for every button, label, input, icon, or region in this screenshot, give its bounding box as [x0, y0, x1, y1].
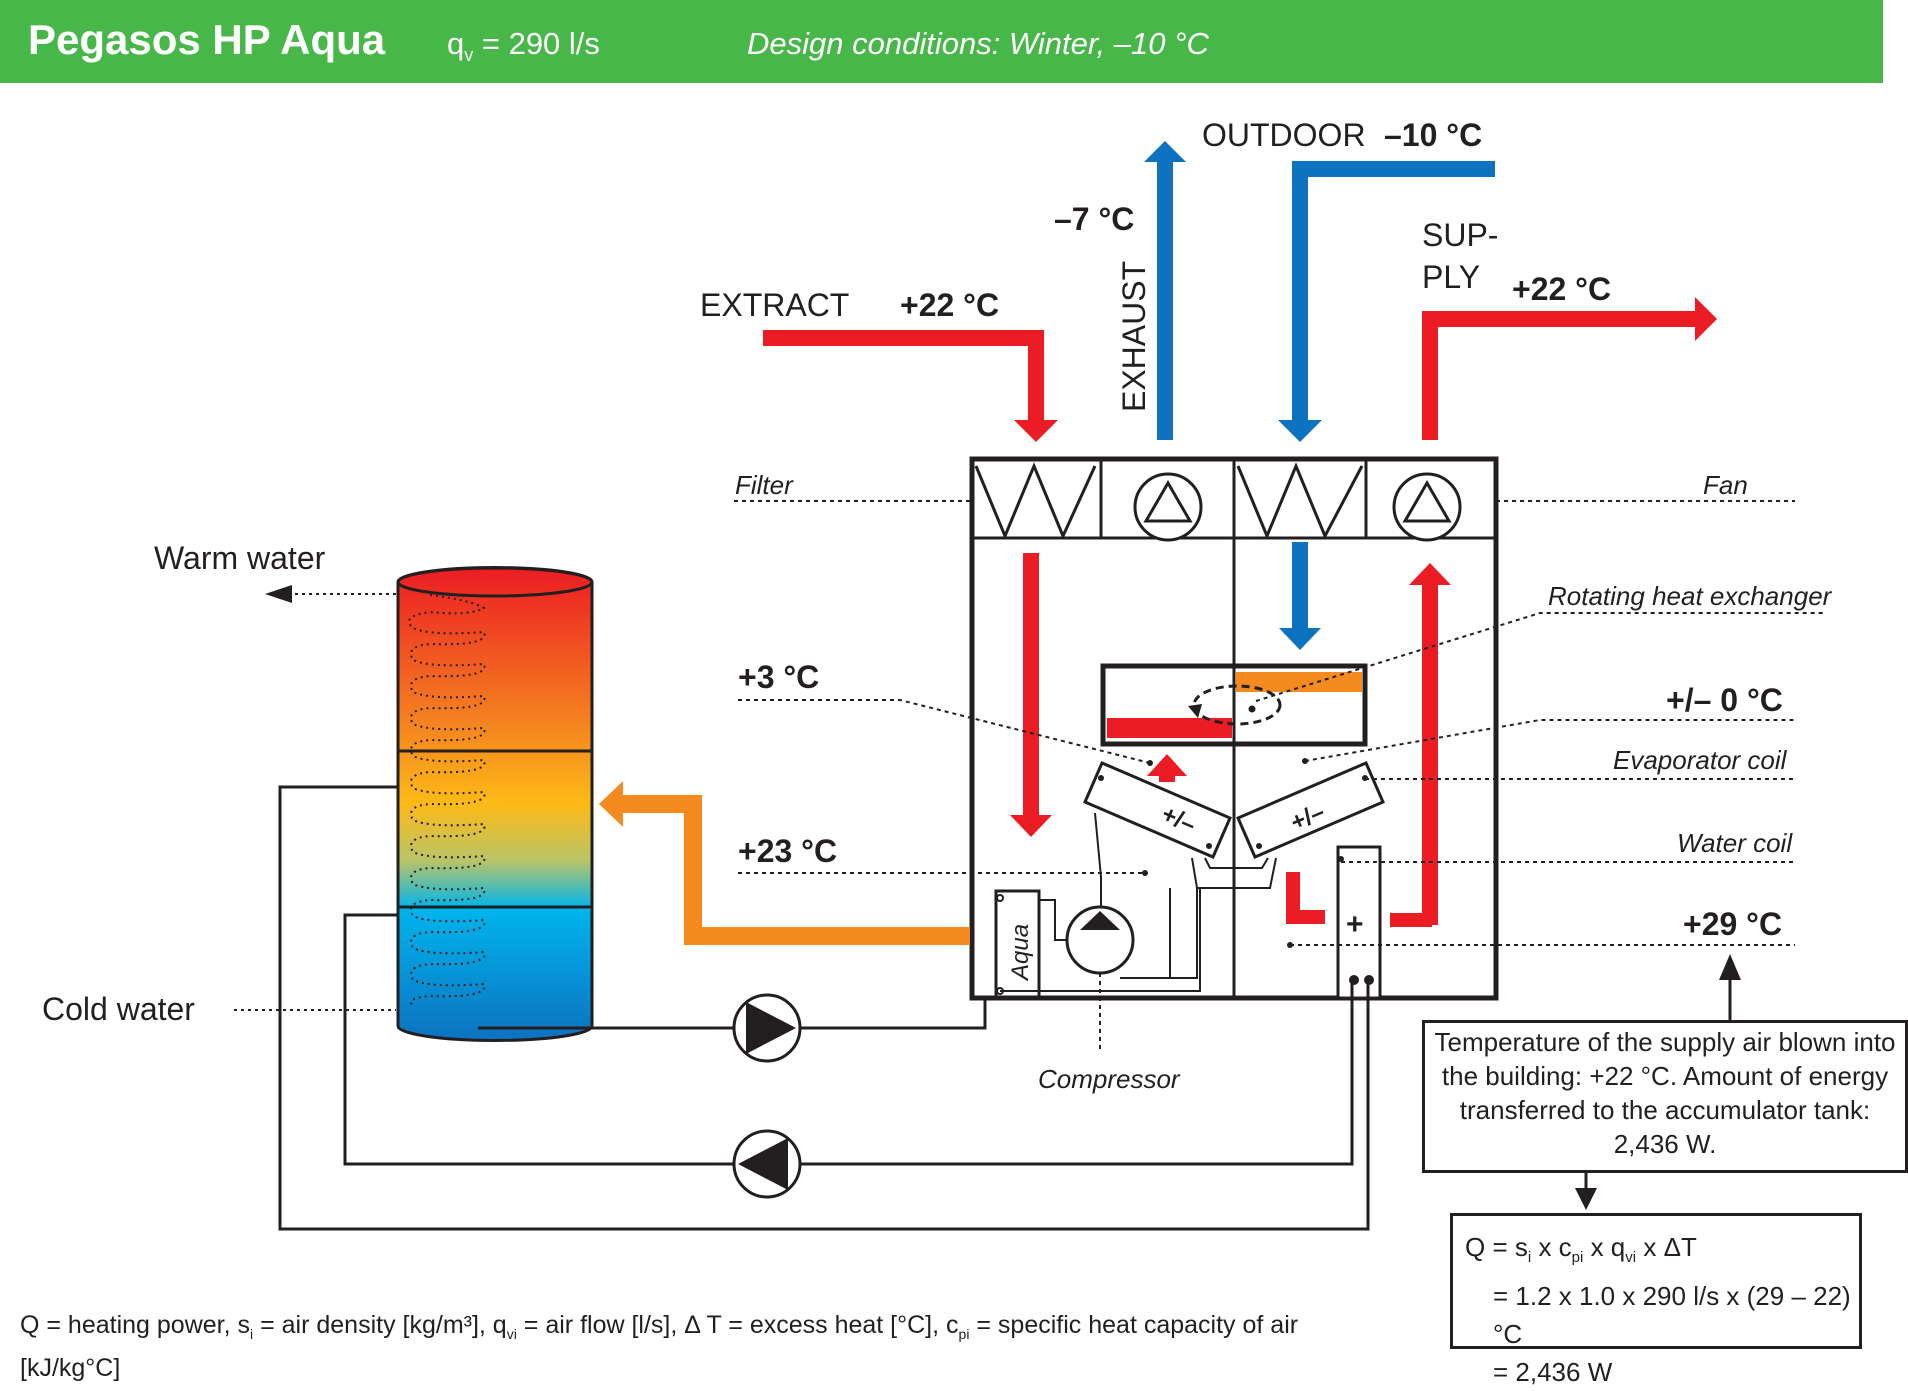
formula-c: x c: [1531, 1232, 1572, 1262]
exhaust-label: EXHAUST: [1116, 261, 1152, 412]
temp-zero: +/– 0 °C: [1666, 682, 1783, 718]
water-coil-plus: +: [1346, 908, 1364, 941]
formula-q: Q: [1465, 1232, 1486, 1262]
airflow-value: qv = 290 l/s: [447, 26, 600, 66]
formula-line-1: Q = si x cpi x qvi x ΔT: [1465, 1228, 1859, 1277]
cold-water-label: Cold water: [42, 991, 195, 1027]
supply-fan: [1392, 472, 1462, 542]
rotating-hx-label: Rotating heat exchanger: [1548, 581, 1833, 611]
extract-label: EXTRACT: [700, 287, 849, 323]
compressor-label: Compressor: [1038, 1064, 1181, 1094]
supply-up-arrow: [1409, 563, 1451, 925]
filter-label: Filter: [735, 470, 794, 500]
evaporator-coil-left: +/–: [1083, 761, 1232, 859]
footnote-c-sub: pi: [958, 1326, 970, 1342]
leader-dot-23: [1142, 870, 1148, 876]
water-circuit-pipes: [278, 785, 1370, 1231]
footnote: Q = heating power, si = air density [kg/…: [20, 1308, 1380, 1385]
info-line-3: transferred to the accumulator tank:: [1459, 1095, 1871, 1125]
footnote-part-4: = specific heat capacity of air [kJ/kg°C…: [20, 1311, 1299, 1382]
formula-line-2: = 1.2 x 1.0 x 290 l/s x (29 – 22) °C: [1493, 1281, 1851, 1350]
header-bar: Pegasos HP Aqua qv = 290 l/s Design cond…: [0, 0, 1883, 83]
leader-lines: [734, 500, 1823, 946]
supply-air-arrow: [1422, 297, 1717, 440]
hot-water-arrow: [599, 781, 970, 945]
water-coil: +: [1336, 845, 1382, 1000]
formula-dt: x ΔT: [1636, 1232, 1697, 1262]
footnote-part-2: = air density [kg/m³], q: [253, 1311, 507, 1339]
extract-down-arrow: [1010, 553, 1052, 837]
fan-label: Fan: [1703, 470, 1748, 500]
exhaust-fan: [1133, 472, 1203, 542]
accumulator-tank: [396, 566, 594, 1042]
leader-dot-evap: [1302, 758, 1308, 764]
small-red-up-arrow: [1147, 754, 1187, 782]
formula-c-sub: pi: [1571, 1249, 1584, 1267]
evaporator-coil-right: +/–: [1236, 761, 1385, 859]
temp-plus29: +29 °C: [1683, 906, 1782, 942]
footnote-q-sub: vi: [506, 1326, 517, 1342]
exhaust-temp: –7 °C: [1054, 201, 1134, 237]
circulation-pump-2: [732, 1129, 802, 1199]
airflow-symbol: q: [447, 26, 465, 61]
info-arrow-up: [1719, 954, 1741, 1020]
airflow-number: = 290 l/s: [473, 26, 600, 61]
rotating-heat-exchanger: [1100, 663, 1368, 747]
supply-label-line1: SUP-: [1422, 217, 1498, 253]
extract-temp: +22 °C: [900, 287, 999, 323]
leader-dot-filter: [1147, 760, 1153, 766]
formula-q-sub: vi: [1625, 1249, 1637, 1267]
outdoor-label: OUTDOOR: [1202, 117, 1366, 153]
warm-water-leader: [265, 585, 396, 603]
red-l-marker: [1286, 872, 1325, 924]
info-line-2: the building: +22 °C. Amount of energy: [1441, 1061, 1889, 1091]
info-line-4: 2,436 W.: [1613, 1129, 1717, 1159]
design-conditions: Design conditions: Winter, –10 °C: [747, 26, 1209, 61]
system-diagram: EXTRACT +22 °C OUTDOOR –10 °C –7 °C EXHA…: [42, 117, 1833, 1231]
supply-info-box: Temperature of the supply air blown into…: [1422, 1020, 1908, 1173]
airflow-subscript: v: [464, 45, 474, 66]
water-coil-label: Water coil: [1677, 828, 1793, 858]
formula-line-3: = 2,436 W: [1493, 1357, 1613, 1388]
exhaust-air-arrow: [1144, 141, 1186, 440]
extract-air-arrow: [763, 330, 1058, 442]
outdoor-temp: –10 °C: [1384, 117, 1482, 153]
formula-qv: x q: [1583, 1232, 1626, 1262]
aqua-label: Aqua: [1007, 924, 1034, 982]
formula-s-sub: i: [1527, 1249, 1532, 1267]
supply-label-line2: PLY: [1422, 259, 1480, 295]
page-title: Pegasos HP Aqua: [28, 16, 386, 63]
temp-plus3: +3 °C: [738, 659, 819, 695]
outdoor-filter: [1236, 462, 1364, 540]
info-line-1: Temperature of the supply air blown into: [1434, 1027, 1896, 1057]
outdoor-down-arrow: [1279, 542, 1321, 650]
temp-plus23: +23 °C: [738, 833, 837, 869]
footnote-s-sub: i: [250, 1326, 254, 1342]
supply-temp: +22 °C: [1512, 271, 1611, 307]
aqua-heat-exchanger: Aqua: [994, 888, 1201, 999]
warm-water-label: Warm water: [154, 540, 326, 576]
leader-dot-29: [1287, 942, 1293, 948]
evaporator-coil-label: Evaporator coil: [1613, 745, 1788, 775]
formula-box: Q = si x cpi x qvi x ΔT = 1.2 x 1.0 x 29…: [1450, 1213, 1862, 1387]
outdoor-air-arrow: [1278, 161, 1495, 442]
extract-filter: [974, 462, 1097, 540]
footnote-part-3: = air flow [l/s], Δ T = excess heat [°C]…: [516, 1311, 959, 1339]
circulation-pump-1: [732, 993, 802, 1063]
footnote-part-1: Q = heating power, s: [20, 1311, 251, 1339]
compressor: [1065, 905, 1135, 1052]
formula-s: = s: [1485, 1232, 1528, 1262]
